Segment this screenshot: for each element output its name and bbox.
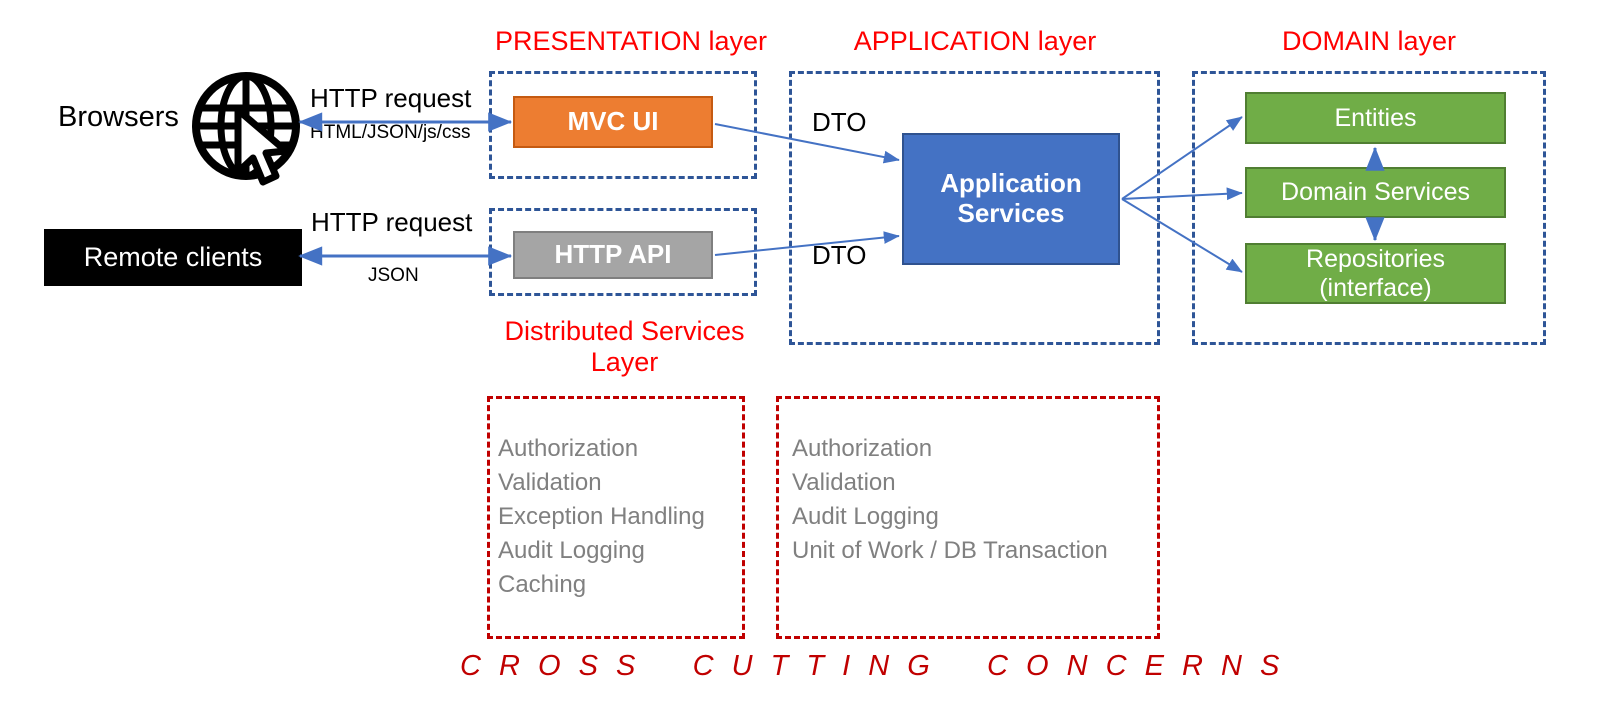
http-request-bottom-label: HTTP request xyxy=(311,207,473,237)
arrow-appservices-to-repositories xyxy=(1121,198,1243,273)
mvc-ui-node: MVC UI xyxy=(513,96,713,148)
domain-layer-container xyxy=(1192,71,1546,345)
application-services-line2: Services xyxy=(957,198,1065,228)
http-request-top-label: HTTP request xyxy=(310,83,472,113)
application-layer-container xyxy=(789,71,1160,345)
arrow-appservices-to-domain-services xyxy=(1121,187,1243,201)
application-services-node: Application Services xyxy=(902,133,1120,265)
application-cross-cutting-container xyxy=(776,396,1160,639)
arrow-api-to-appservices xyxy=(714,231,900,256)
arrow-mvc-to-appservices xyxy=(714,123,900,164)
http-response-bottom-label: JSON xyxy=(368,265,419,286)
domain-layer-title: DOMAIN layer xyxy=(1281,26,1457,56)
http-api-node: HTTP API xyxy=(513,231,713,279)
arrow-appservices-to-entities xyxy=(1121,116,1243,200)
repositories-line1: Repositories xyxy=(1306,244,1445,273)
domain-services-node: Domain Services xyxy=(1245,167,1506,218)
browsers-label: Browsers xyxy=(58,101,179,133)
entities-node: Entities xyxy=(1245,92,1506,144)
repositories-node: Repositories (interface) xyxy=(1245,243,1506,304)
application-concerns-list: Authorization Validation Audit Logging U… xyxy=(792,435,1108,565)
mouse-cursor-icon xyxy=(232,106,302,196)
presentation-cross-cutting-container xyxy=(487,396,745,639)
remote-clients-node: Remote clients xyxy=(44,229,302,286)
application-services-line1: Application xyxy=(940,168,1082,199)
application-layer-title: APPLICATION layer xyxy=(853,26,1097,56)
repositories-line2: (interface) xyxy=(1319,273,1432,302)
dto-top-label: DTO xyxy=(812,107,867,137)
presentation-concerns-list: Authorization Validation Exception Handl… xyxy=(498,435,705,599)
presentation-layer-title: PRESENTATION layer xyxy=(495,26,768,56)
distributed-services-layer-title: Distributed Services Layer xyxy=(504,316,745,378)
